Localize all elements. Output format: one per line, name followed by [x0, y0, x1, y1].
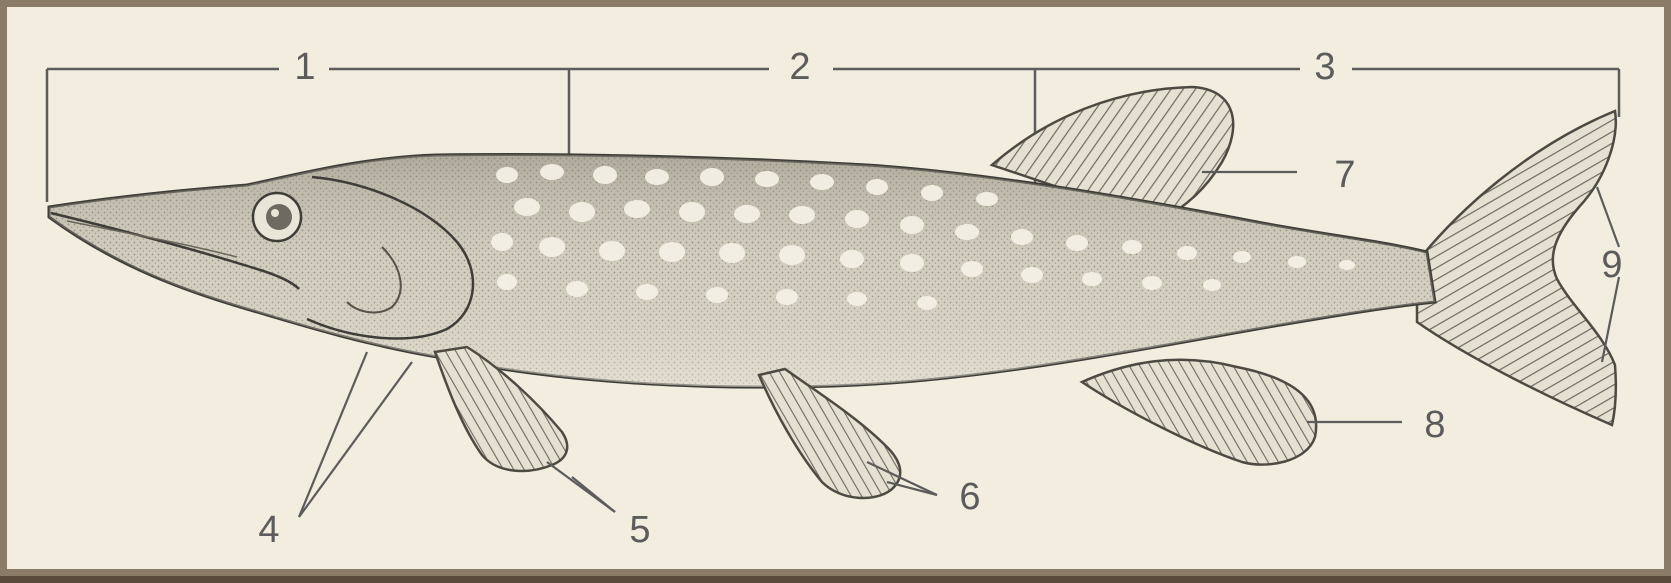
label-3-tail: 3 — [1314, 46, 1335, 88]
label-8-anal-fin: 8 — [1424, 404, 1445, 446]
eye — [253, 193, 301, 241]
label-4-gill-cover: 4 — [258, 509, 279, 551]
label-7-dorsal-fin: 7 — [1334, 154, 1355, 196]
caudal-fin — [1417, 111, 1616, 425]
pike-anatomy-diagram: 1 2 3 7 9 8 6 5 4 — [7, 7, 1671, 583]
body-shading — [49, 154, 1435, 387]
label-1-head: 1 — [294, 46, 315, 88]
pelvic-fin — [759, 369, 900, 498]
label-5-pectoral-fins: 5 — [629, 509, 650, 551]
label-2-trunk: 2 — [789, 46, 810, 88]
anal-fin — [1082, 360, 1316, 465]
label-9-caudal-fin: 9 — [1601, 244, 1622, 286]
label-6-pelvic-fins: 6 — [959, 476, 980, 518]
